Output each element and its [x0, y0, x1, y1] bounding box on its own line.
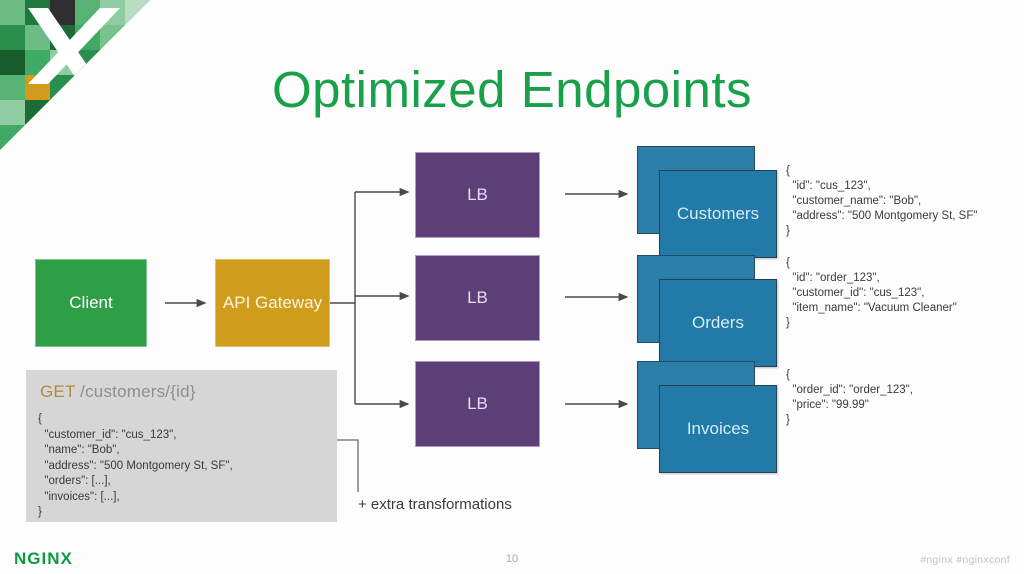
node-api-gateway-label: API Gateway: [222, 293, 323, 312]
request-card: GET /customers/{id} { "customer_id": "cu…: [26, 370, 337, 522]
service-customers[interactable]: Customers: [659, 170, 777, 258]
node-lb-3-label: LB: [467, 394, 488, 413]
nginx-wordmark-logo: NGINX: [14, 549, 73, 568]
request-endpoint: GET /customers/{id}: [40, 382, 196, 402]
service-orders[interactable]: Orders: [659, 279, 777, 367]
node-client-label: Client: [69, 293, 113, 312]
node-api-gateway[interactable]: API Gateway: [215, 259, 330, 347]
service-invoices[interactable]: Invoices: [659, 385, 777, 473]
service-orders-label: Orders: [692, 313, 744, 332]
social-hashtags: #nginx #nginxconf: [920, 554, 1010, 566]
request-method: GET: [40, 382, 76, 401]
service-stack-invoices[interactable]: Invoices: [637, 361, 777, 473]
service-customers-label: Customers: [676, 204, 760, 223]
service-stack-orders[interactable]: Orders: [637, 255, 777, 367]
node-client[interactable]: Client: [35, 259, 147, 347]
request-response-body: { "customer_id": "cus_123", "name": "Bob…: [38, 413, 233, 518]
invoices-response-json: { "order_id": "order_123", "price": "99.…: [786, 369, 913, 426]
orders-response-json: { "id": "order_123", "customer_id": "cus…: [786, 257, 957, 329]
node-load-balancer-2[interactable]: LB: [415, 255, 540, 341]
node-lb-2-label: LB: [467, 288, 488, 307]
nginx-conf-mosaic-logo: [0, 0, 150, 150]
slide-page-number: 10: [505, 553, 519, 565]
transformations-caption: + extra transformations: [358, 496, 512, 513]
node-load-balancer-3[interactable]: LB: [415, 361, 540, 447]
service-stack-customers[interactable]: Customers: [637, 146, 777, 258]
page-title: Optimized Endpoints: [271, 61, 753, 118]
node-load-balancer-1[interactable]: LB: [415, 152, 540, 238]
node-lb-1-label: LB: [467, 185, 488, 204]
request-path: /customers/{id}: [75, 382, 196, 401]
service-invoices-label: Invoices: [686, 419, 750, 438]
customers-response-json: { "id": "cus_123", "customer_name": "Bob…: [786, 165, 978, 237]
